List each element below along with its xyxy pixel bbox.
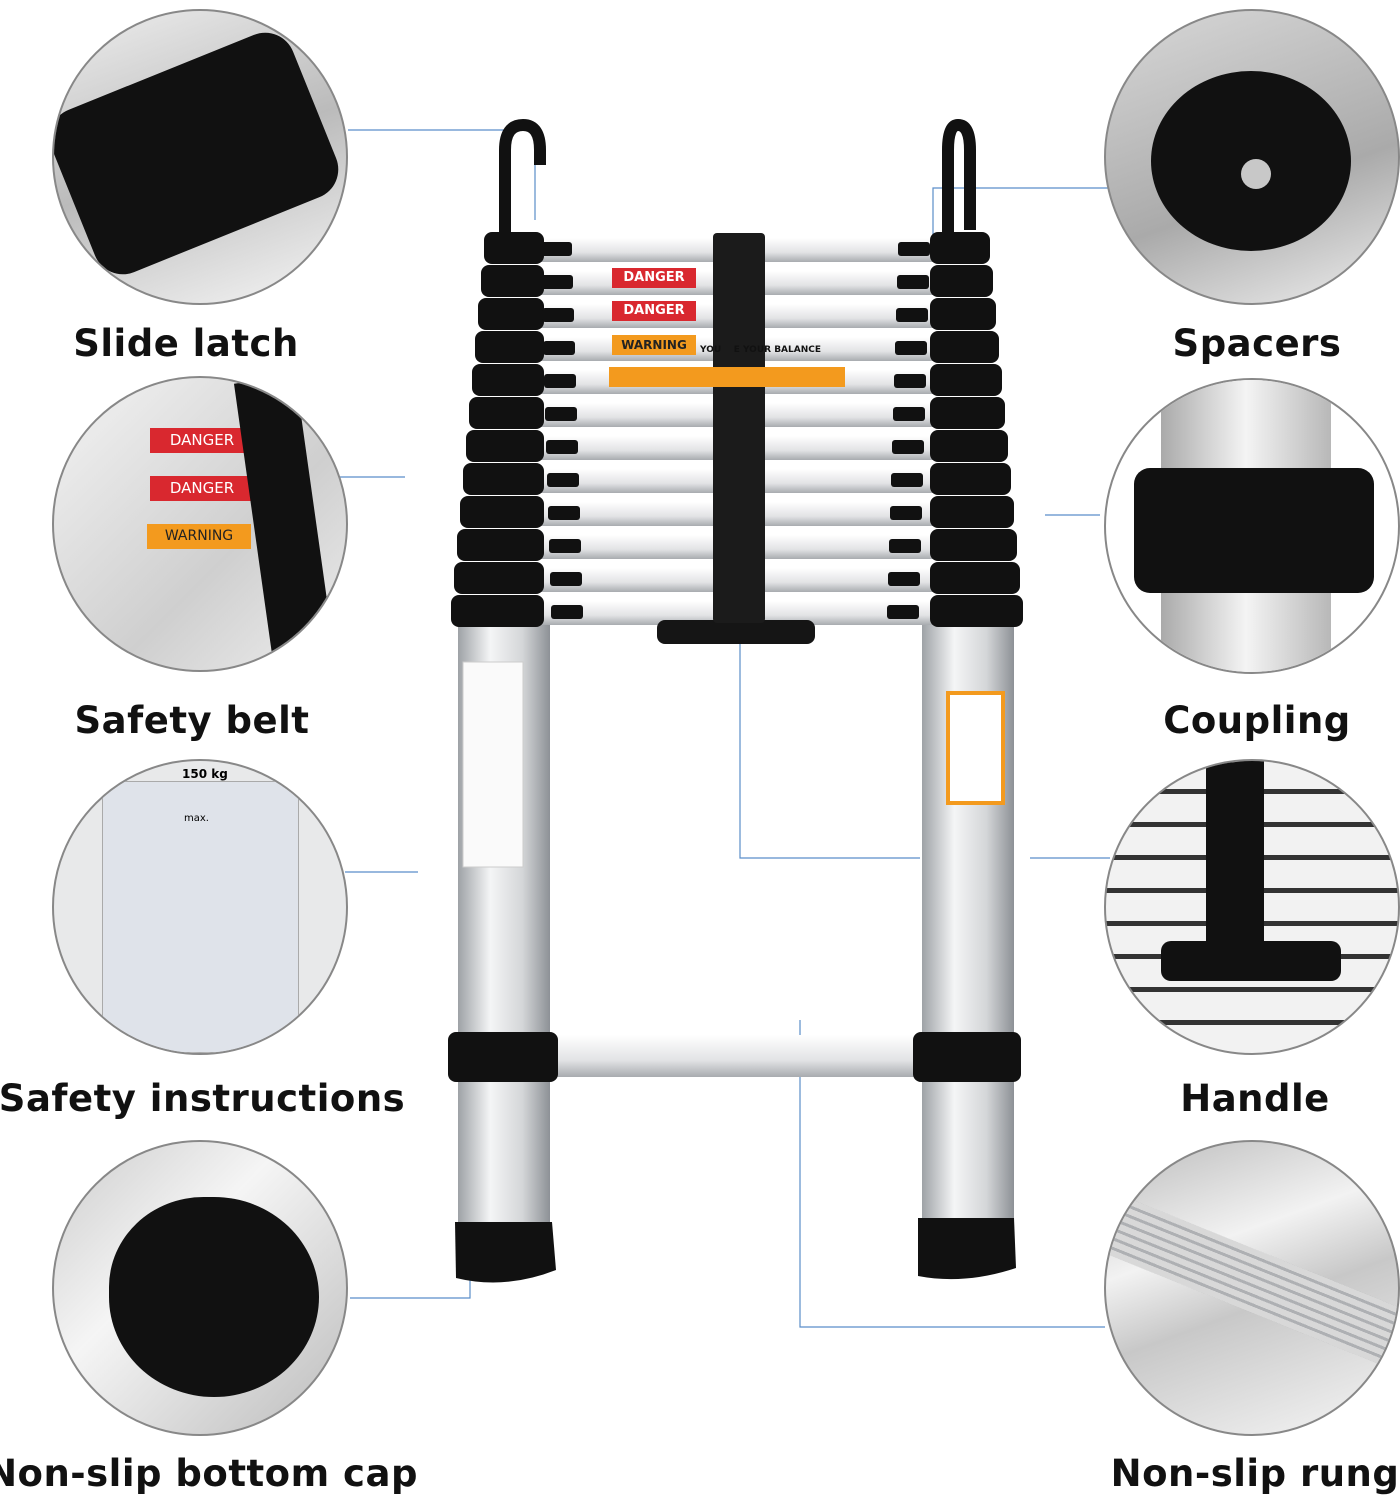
foot-right (918, 1218, 1016, 1280)
label-safety-belt: Safety belt (74, 699, 310, 742)
rail-segment-left (484, 232, 544, 264)
safety-instructions-icon (102, 781, 299, 1053)
slide-latch (891, 473, 923, 487)
slide-latch (545, 407, 577, 421)
label-slide-latch: Slide latch (73, 322, 299, 365)
bottom-cap-icon (109, 1197, 319, 1397)
rail-segment-left (463, 463, 544, 495)
rail-segment-right (930, 397, 1005, 429)
slide-latch (547, 473, 579, 487)
slide-latch (550, 572, 582, 586)
slide-latch (898, 242, 930, 256)
rail-segment-left (481, 265, 544, 297)
slide-latch (895, 341, 927, 355)
rung-detail (1104, 1140, 1400, 1436)
coupling-detail (1104, 378, 1400, 674)
rail-segment-right (930, 562, 1020, 594)
slide-latch (541, 275, 573, 289)
instruction-sticker (462, 661, 524, 868)
rung-icon (1106, 1183, 1398, 1381)
rail-segment-right (930, 298, 996, 330)
rail-segment-right (930, 331, 999, 363)
balance-text: YOU E YOUR BALANCE (700, 345, 821, 355)
coupling-left (448, 1032, 558, 1082)
slide-latch-icon (54, 23, 346, 284)
line-handle-ladder (739, 640, 920, 859)
label-handle: Handle (1180, 1077, 1330, 1120)
rail-segment-left (475, 331, 544, 363)
slide-latch (544, 374, 576, 388)
danger-sticker-1: DANGER (612, 268, 696, 288)
rail-segment-left (454, 562, 544, 594)
slide-latch (894, 374, 926, 388)
handle-icon (1161, 941, 1341, 981)
safety-belt-detail: DANGER DANGER WARNING (52, 376, 348, 672)
slide-latch (890, 506, 922, 520)
danger-sticker-2: DANGER (612, 301, 696, 321)
handle-detail (1104, 759, 1400, 1055)
danger-sticker-zoom-2: DANGER (150, 476, 254, 501)
warning-sticker: WARNING (612, 335, 696, 355)
slide-latch (548, 506, 580, 520)
rail-segment-left (469, 397, 544, 429)
slide-latch (893, 407, 925, 421)
rail-segment-right (930, 232, 990, 264)
line-rung (799, 1020, 1105, 1328)
rail-segment-left (472, 364, 544, 396)
slide-latch (543, 341, 575, 355)
slide-latch (889, 539, 921, 553)
rail-segment-right (930, 364, 1002, 396)
slide-latch (549, 539, 581, 553)
rail-segment-left (451, 595, 544, 627)
safety-instructions-detail: 150 kg max. (52, 759, 348, 1055)
rail-segment-left (478, 298, 544, 330)
rail-segment-right (930, 496, 1014, 528)
handle (657, 620, 815, 644)
label-bottom-cap: Non-slip bottom cap (0, 1452, 418, 1495)
hook-left (499, 118, 546, 235)
slide-latch (542, 308, 574, 322)
usage-sticker (946, 691, 1005, 805)
rail-segment-left (460, 496, 544, 528)
bottom-rung (550, 1035, 922, 1077)
safety-belt-strap (713, 233, 765, 623)
slide-latch (546, 440, 578, 454)
slide-latch (896, 308, 928, 322)
hook-right (942, 118, 976, 235)
slide-latch (888, 572, 920, 586)
warning-sticker-zoom: WARNING (147, 524, 251, 549)
rail-segment-right (930, 265, 993, 297)
danger-sticker-zoom-1: DANGER (150, 428, 254, 453)
spacer-bolt (1241, 159, 1271, 189)
label-coupling: Coupling (1163, 699, 1351, 742)
spacers-detail (1104, 9, 1400, 305)
bottom-cap-detail (52, 1140, 348, 1436)
rail-segment-left (457, 529, 544, 561)
label-rung: Non-slip rung (1110, 1452, 1400, 1495)
rail-segment-right (930, 595, 1023, 627)
orange-sticker (609, 367, 845, 387)
slide-latch-detail (52, 9, 348, 305)
slide-latch (897, 275, 929, 289)
rail-segment-left (466, 430, 544, 462)
foot-left (455, 1222, 556, 1283)
label-safety-instructions: Safety instructions (0, 1077, 406, 1120)
label-spacers: Spacers (1172, 322, 1342, 365)
handle-strap (1206, 761, 1264, 961)
rail-segment-right (930, 430, 1008, 462)
max-load-text: 150 kg (182, 767, 228, 781)
coupling-right (913, 1032, 1021, 1082)
slide-latch (540, 242, 572, 256)
rail-segment-right (930, 529, 1017, 561)
coupling-icon (1134, 468, 1374, 593)
slide-latch (551, 605, 583, 619)
slide-latch (892, 440, 924, 454)
rail-segment-right (930, 463, 1011, 495)
slide-latch (887, 605, 919, 619)
line-spacers (932, 187, 1115, 235)
max-text: max. (184, 813, 209, 824)
